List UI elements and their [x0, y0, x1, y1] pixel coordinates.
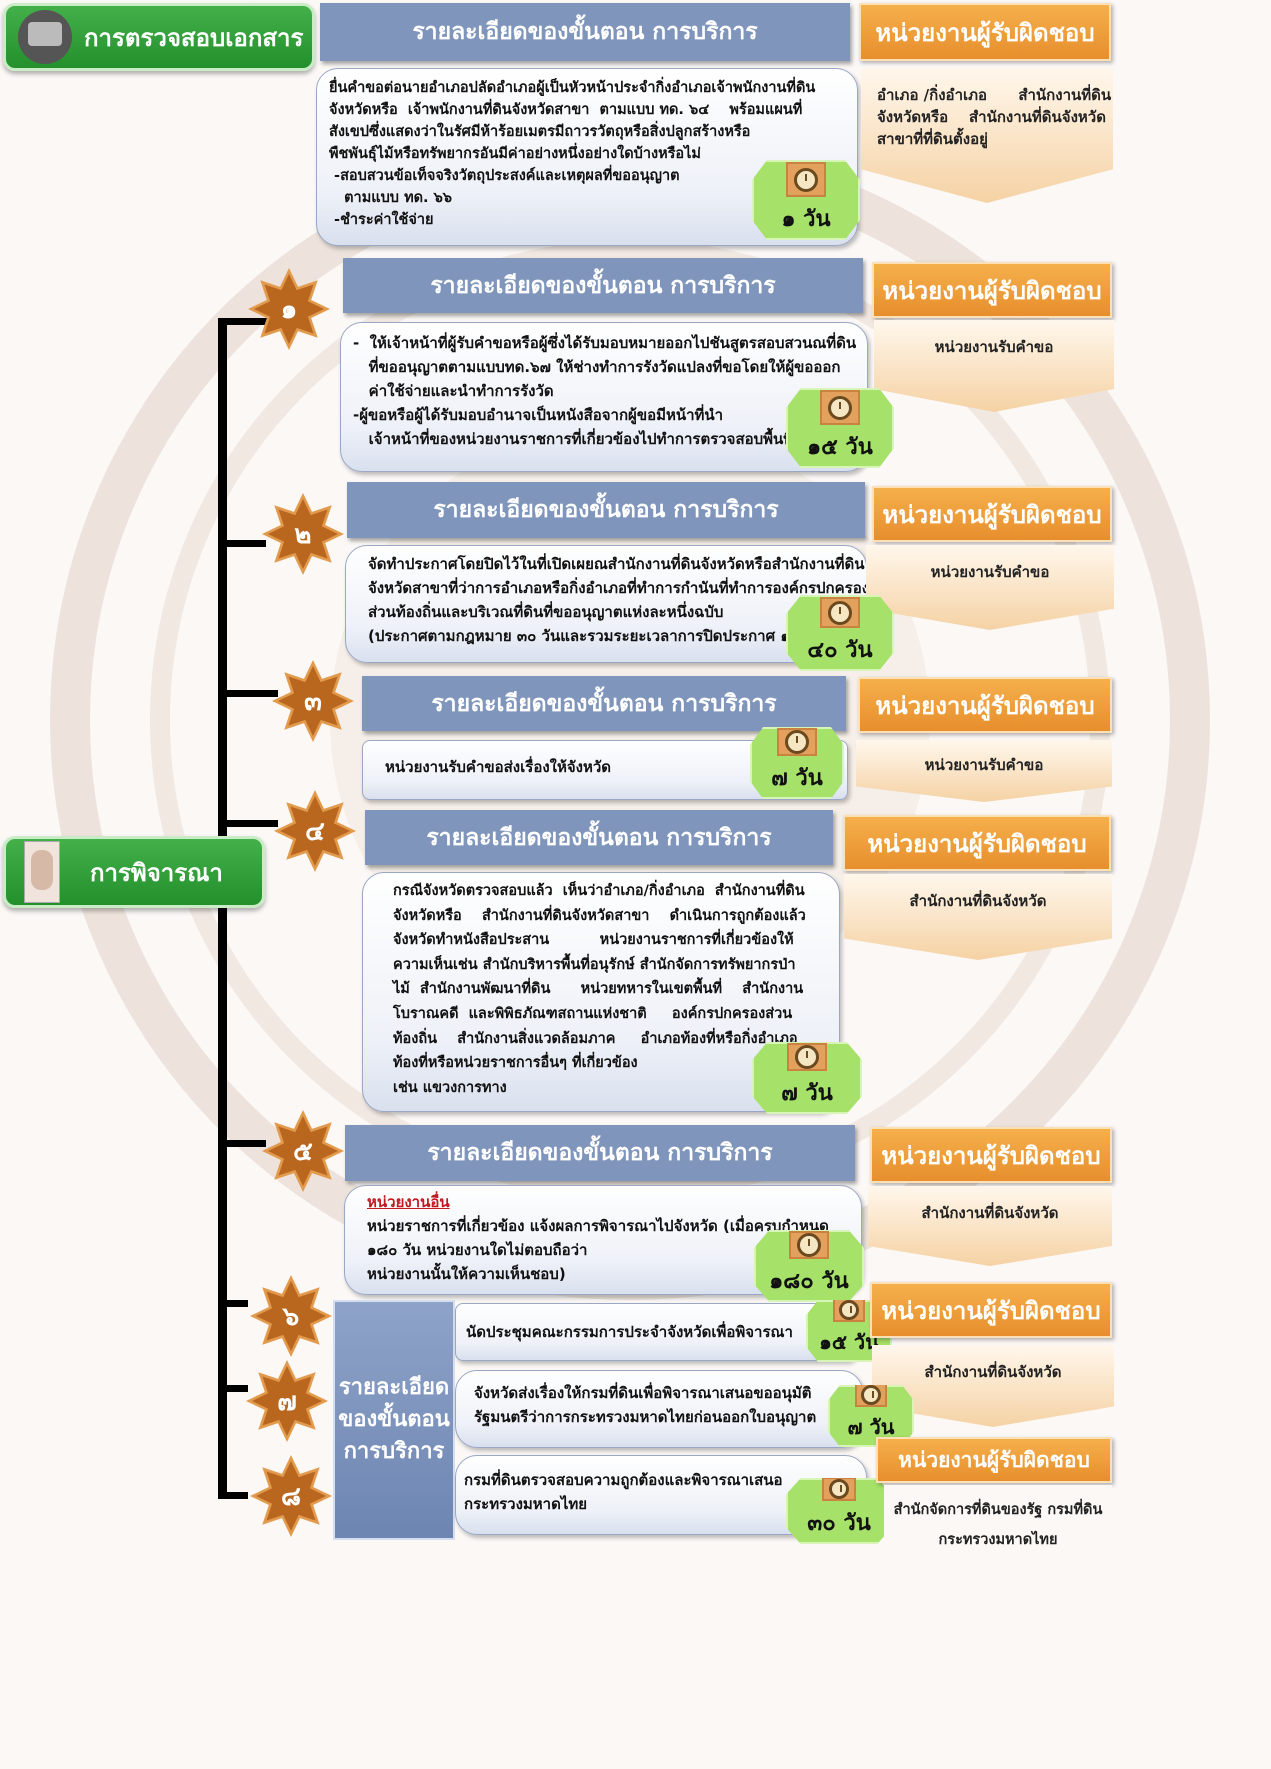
- step5-heading: หน่วยงานอื่น: [367, 1193, 450, 1211]
- step2-number-star: ๒: [262, 493, 344, 575]
- step7-duration: ๗ วัน: [847, 1415, 895, 1439]
- step1-desc: - ให้เจ้าหน้าที่ผู้รับคำขอหรือผู้ซึ่งได้…: [353, 334, 857, 448]
- document-thumbnail: [18, 10, 72, 64]
- step8-resp: สำนักจัดการที่ดินของรัฐ กรมที่ดิน กระทรว…: [884, 1485, 1112, 1569]
- step5-header: รายละเอียดของขั้นตอน การบริการ: [345, 1125, 855, 1181]
- step2-desc: จัดทำประกาศโดยปิดไว้ในที่เปิดเผยณสำนักงา…: [368, 555, 867, 645]
- step5-number-star: ๕: [262, 1110, 344, 1192]
- step8-desc: กรมที่ดินตรวจสอบความถูกต้องและพิจารณาเสน…: [464, 1471, 783, 1513]
- consider-label: การพิจารณา: [90, 858, 223, 887]
- step4-duration-badge: ๗ วัน: [752, 1042, 862, 1114]
- step4-resp-header: หน่วยงานผู้รับผิดชอบ: [843, 815, 1111, 871]
- step2-resp-header: หน่วยงานผู้รับผิดชอบ: [872, 486, 1112, 542]
- step8-duration-badge: ๓๐ วัน: [786, 1478, 892, 1544]
- clock-icon: [789, 1231, 829, 1259]
- clock-icon: [855, 1385, 887, 1407]
- step6-duration: ๑๕ วัน: [819, 1330, 879, 1354]
- step3-resp: หน่วยงานรับคำขอ: [856, 740, 1112, 802]
- step8-number-star: ๘: [250, 1455, 332, 1537]
- timeline-connector-5: [218, 1140, 266, 1147]
- step7-desc: จังหวัดส่งเรื่องให้กรมที่ดินเพื่อพิจารณา…: [474, 1384, 817, 1426]
- step0-desc: ยื่นคำขอต่อนายอำเภอปลัดอำเภอผู้เป็นหัวหน…: [329, 80, 816, 228]
- step6-number-star: ๖: [250, 1275, 332, 1357]
- step0-duration-badge: ๑ วัน: [752, 160, 860, 240]
- consider-thumbnail: [24, 841, 60, 903]
- step6-desc: นัดประชุมคณะกรรมการประจำจังหวัดเพื่อพิจา…: [466, 1323, 793, 1341]
- timeline-connector-1: [218, 318, 270, 325]
- step2-duration: ๔๐ วัน: [807, 638, 873, 663]
- step6-7-resp-header: หน่วยงานผู้รับผิดชอบ: [870, 1282, 1112, 1338]
- step3-desc: หน่วยงานรับคำขอส่งเรื่องให้จังหวัด: [385, 758, 612, 776]
- step5-desc: หน่วยราชการที่เกี่ยวข้อง แจ้งผลการพิจารณ…: [367, 1217, 829, 1283]
- step7-number-star: ๗: [246, 1360, 328, 1442]
- timeline-connector-7: [218, 1385, 248, 1392]
- step4-resp: สำนักงานที่ดินจังหวัด: [844, 874, 1112, 960]
- step2-duration-badge: ๔๐ วัน: [786, 595, 894, 671]
- timeline-vertical: [218, 318, 227, 1498]
- step7-desc-box: จังหวัดส่งเรื่องให้กรมที่ดินเพื่อพิจารณา…: [455, 1370, 863, 1448]
- timeline-connector-3: [218, 690, 278, 697]
- step2-header: รายละเอียดของขั้นตอน การบริการ: [347, 482, 865, 538]
- step4-duration: ๗ วัน: [781, 1081, 833, 1106]
- step5-duration-badge: ๑๘๐ วัน: [754, 1230, 864, 1302]
- document-check-button[interactable]: การตรวจสอบเอกสาร: [3, 3, 315, 71]
- step4-number-star: ๔: [274, 790, 356, 872]
- clock-icon: [820, 597, 860, 628]
- step1-resp-header: หน่วยงานผู้รับผิดชอบ: [872, 262, 1112, 318]
- step8-resp-header: หน่วยงานผู้รับผิดชอบ: [876, 1437, 1112, 1483]
- step0-duration: ๑ วัน: [781, 207, 831, 232]
- step0-header: รายละเอียดของขั้นตอน การบริการ: [320, 3, 850, 61]
- step5-resp-header: หน่วยงานผู้รับผิดชอบ: [870, 1127, 1112, 1183]
- clock-icon: [777, 728, 817, 756]
- step1-resp: หน่วยงานรับคำขอ: [874, 320, 1114, 412]
- timeline-connector-2: [218, 540, 266, 547]
- step3-resp-header: หน่วยงานผู้รับผิดชอบ: [858, 677, 1112, 733]
- document-check-label: การตรวจสอบเอกสาร: [84, 23, 304, 52]
- step3-number-star: ๓: [272, 660, 354, 742]
- step1-duration: ๑๕ วัน: [807, 435, 873, 460]
- timeline-connector-4: [218, 820, 278, 827]
- clock-icon: [787, 1043, 827, 1071]
- step7-duration-badge: ๗ วัน: [828, 1385, 914, 1447]
- steps-6-8-panel: รายละเอียด ของขั้นตอน การบริการ: [333, 1300, 455, 1540]
- step8-duration: ๓๐ วัน: [807, 1511, 871, 1536]
- step2-resp: หน่วยงานรับคำขอ: [866, 545, 1114, 630]
- step6-duration-badge: ๑๕ วัน: [806, 1300, 892, 1362]
- step0-desc-box: ยื่นคำขอต่อนายอำเภอปลัดอำเภอผู้เป็นหัวหน…: [316, 68, 858, 246]
- clock-icon: [786, 162, 826, 197]
- step1-number-star: ๑: [248, 268, 330, 350]
- step0-resp: อำเภอ /กิ่งอำเภอ สำนักงานที่ดิน จังหวัดห…: [861, 68, 1113, 203]
- clock-icon: [833, 1300, 865, 1322]
- step4-desc: กรณีจังหวัดตรวจสอบแล้ว เห็นว่าอำเภอ/กิ่ง…: [393, 883, 806, 1096]
- step3-header: รายละเอียดของขั้นตอน การบริการ: [362, 676, 846, 731]
- step3-duration-badge: ๗ วัน: [750, 727, 844, 799]
- clock-icon: [820, 390, 860, 425]
- step6-desc-box: นัดประชุมคณะกรรมการประจำจังหวัดเพื่อพิจา…: [455, 1303, 855, 1361]
- consider-button[interactable]: การพิจารณา: [3, 836, 265, 908]
- step0-resp-header: หน่วยงานผู้รับผิดชอบ: [859, 3, 1111, 61]
- step1-header: รายละเอียดของขั้นตอน การบริการ: [343, 258, 863, 313]
- step5-resp: สำนักงานที่ดินจังหวัด: [868, 1186, 1112, 1266]
- step1-duration-badge: ๑๕ วัน: [786, 388, 894, 468]
- clock-icon: [822, 1478, 856, 1501]
- step5-duration: ๑๘๐ วัน: [769, 1269, 849, 1294]
- step3-duration: ๗ วัน: [771, 766, 823, 791]
- step2-desc-box: จัดทำประกาศโดยปิดไว้ในที่เปิดเผยณสำนักงา…: [345, 545, 867, 663]
- timeline-connector-8: [218, 1492, 248, 1499]
- step4-header: รายละเอียดของขั้นตอน การบริการ: [365, 810, 833, 865]
- step1-desc-box: - ให้เจ้าหน้าที่ผู้รับคำขอหรือผู้ซึ่งได้…: [340, 322, 868, 472]
- timeline-connector-6: [218, 1300, 248, 1307]
